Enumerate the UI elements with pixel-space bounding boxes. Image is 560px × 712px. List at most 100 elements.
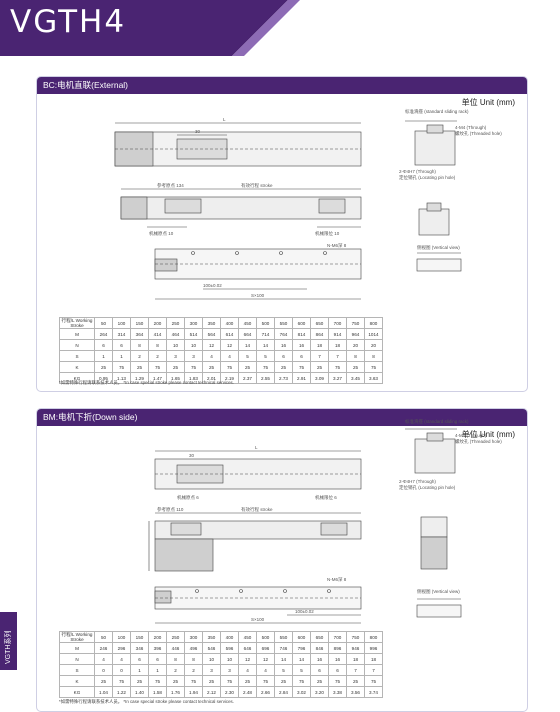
table-cell: 814 bbox=[292, 328, 311, 341]
table-cell: 696 bbox=[256, 642, 275, 655]
stroke-cell: 450 bbox=[238, 316, 257, 330]
table-cell: 25 bbox=[238, 361, 257, 374]
table-cell: 3.09 bbox=[310, 372, 329, 385]
table-cell: 446 bbox=[166, 642, 185, 655]
table-cell: 75 bbox=[112, 675, 131, 688]
stroke-label: 有效行程 stroke bbox=[241, 182, 273, 189]
table-cell: 18 bbox=[328, 339, 347, 352]
table-cell: 75 bbox=[148, 675, 167, 688]
table-cell: 5 bbox=[274, 664, 293, 677]
row-label-cell: S bbox=[59, 664, 95, 677]
table-cell: 75 bbox=[220, 361, 239, 374]
table-cell: 14 bbox=[292, 653, 311, 666]
table-cell: 2.66 bbox=[256, 686, 275, 699]
dim-k-label: S×100 bbox=[251, 293, 265, 298]
unit-label: 单位 Unit (mm) bbox=[461, 430, 515, 439]
table-cell: 25 bbox=[202, 361, 221, 374]
stroke-cell: 500 bbox=[256, 630, 275, 644]
stroke-cell: 450 bbox=[238, 630, 257, 644]
table-cell: 8 bbox=[148, 339, 167, 352]
dim-100-label: 100±0.02 bbox=[203, 283, 222, 288]
table-cell: 3 bbox=[202, 664, 221, 677]
stroke-cell: 100 bbox=[112, 316, 131, 330]
stroke-cell: 600 bbox=[292, 630, 311, 644]
mech-limit-label: 机械限位 10 bbox=[315, 230, 340, 237]
section-bc: BC:电机直联(External) 单位 Unit (mm) bbox=[36, 76, 528, 392]
stroke-cell: 300 bbox=[184, 316, 203, 330]
table-cell: 296 bbox=[112, 642, 131, 655]
table-cell: 364 bbox=[130, 328, 149, 341]
table-cell: 1.22 bbox=[112, 686, 131, 699]
section-title: BM:电机下折(Down side) bbox=[43, 412, 138, 422]
table-cell: 4 bbox=[94, 653, 113, 666]
table-cell: 714 bbox=[256, 328, 275, 341]
table-cell: 3.63 bbox=[364, 372, 383, 385]
table-cell: 3.45 bbox=[346, 372, 365, 385]
table-cell: 2.37 bbox=[238, 372, 257, 385]
special-stroke-note: *如需特殊行程请联系技术人员。 *In case special stroke … bbox=[59, 380, 234, 385]
table-cell: 5 bbox=[238, 350, 257, 363]
table-cell: 14 bbox=[256, 339, 275, 352]
table-cell: 396 bbox=[148, 642, 167, 655]
table-cell: 25 bbox=[166, 361, 185, 374]
ref-origin-label: 参考原点 110 bbox=[157, 506, 184, 513]
row-label-cell: K bbox=[59, 361, 95, 374]
table-cell: 3.27 bbox=[328, 372, 347, 385]
side-view-label: 侧视图 (Vertical view) bbox=[417, 588, 460, 595]
dim-30-label: 30 bbox=[195, 129, 201, 134]
table-cell: 314 bbox=[112, 328, 131, 341]
table-cell: 3 bbox=[166, 350, 185, 363]
row-label-cell: M bbox=[59, 328, 95, 341]
pin-hole-label: 2-Φ4H7 (Through) bbox=[399, 479, 436, 484]
table-cell: 3.02 bbox=[292, 686, 311, 699]
section-bm: BM:电机下折(Down side) 单位 Unit (mm) bbox=[36, 408, 528, 712]
row-label-cell: KG bbox=[59, 686, 95, 699]
stroke-label: 有效行程 stroke bbox=[241, 506, 273, 513]
stroke-cell: 700 bbox=[328, 630, 347, 644]
side-view-label: 侧视图 (Vertical view) bbox=[417, 244, 460, 251]
table-cell: 1.76 bbox=[166, 686, 185, 699]
row-label-cell: M bbox=[59, 642, 95, 655]
table-cell: 25 bbox=[130, 675, 149, 688]
table-header-cell: 行程/L Working Stroke bbox=[59, 630, 95, 644]
mech-origin-label: 机械原点 6 bbox=[177, 494, 199, 501]
table-cell: 964 bbox=[346, 328, 365, 341]
stroke-cell: 650 bbox=[310, 316, 329, 330]
table-cell: 8 bbox=[166, 653, 185, 666]
table-cell: 846 bbox=[310, 642, 329, 655]
table-cell: 75 bbox=[292, 361, 311, 374]
table-cell: 2.84 bbox=[274, 686, 293, 699]
stroke-cell: 650 bbox=[310, 630, 329, 644]
table-cell: 464 bbox=[166, 328, 185, 341]
table-cell: 946 bbox=[346, 642, 365, 655]
table-cell: 75 bbox=[256, 361, 275, 374]
dim-l-label: L bbox=[223, 117, 226, 122]
table-cell: 75 bbox=[112, 361, 131, 374]
table-cell: 246 bbox=[94, 642, 113, 655]
standard-slide-label: 标准滑座 (standard sliding rack) bbox=[405, 418, 469, 425]
table-cell: 1.40 bbox=[130, 686, 149, 699]
section-tab: BM:电机下折(Down side) bbox=[37, 409, 527, 426]
table-cell: 6 bbox=[292, 350, 311, 363]
table-cell: 4 bbox=[238, 664, 257, 677]
mech-origin-label: 机械原点 10 bbox=[149, 230, 174, 237]
stroke-cell: 50 bbox=[94, 316, 113, 330]
table-cell: 75 bbox=[220, 675, 239, 688]
table-cell: 264 bbox=[94, 328, 113, 341]
table-cell: 4 bbox=[256, 664, 275, 677]
stroke-cell: 150 bbox=[130, 630, 149, 644]
table-cell: 6 bbox=[310, 664, 329, 677]
table-cell: 6 bbox=[328, 664, 347, 677]
stroke-cell: 50 bbox=[94, 630, 113, 644]
table-cell: 796 bbox=[292, 642, 311, 655]
table-cell: 646 bbox=[238, 642, 257, 655]
table-cell: 14 bbox=[274, 653, 293, 666]
stroke-cell: 550 bbox=[274, 630, 293, 644]
header-banner: VGTH4 bbox=[0, 0, 560, 56]
table-cell: 746 bbox=[274, 642, 293, 655]
